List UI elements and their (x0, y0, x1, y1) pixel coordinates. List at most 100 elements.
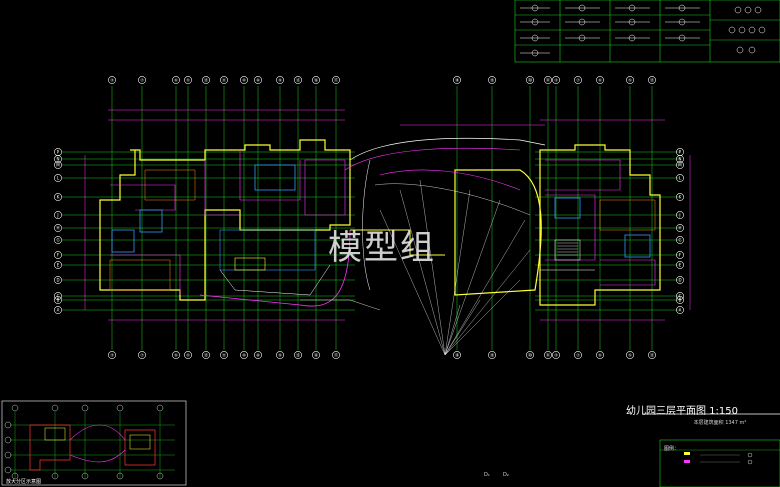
axis-bubble-icon (332, 76, 340, 84)
axis-bubble-label: ⑱ (455, 77, 459, 83)
axis-bubble-icon (552, 351, 560, 359)
axis-bubble-label: G (678, 238, 681, 243)
axis-bubble-icon (202, 76, 210, 84)
axis-bubble-icon (676, 193, 684, 201)
axis-bubble-icon (676, 306, 684, 314)
axis-bubble-icon (596, 76, 604, 84)
axis-bubble-icon (676, 276, 684, 284)
bottom-ref-2: D₂ (503, 472, 509, 478)
axis-bubble-label: L (679, 176, 682, 181)
axis-bubble-label: B (679, 298, 682, 303)
axis-bubble-label: ⑬ (650, 77, 654, 83)
axis-bubble-icon (54, 193, 62, 201)
axis-bubble-label: B (57, 298, 60, 303)
axis-bubble-label: D (56, 278, 59, 283)
axis-bubble-label: ⑤ (186, 353, 190, 358)
axis-bubble-label: ⑳ (528, 77, 532, 83)
axis-bubble-label: E (57, 263, 60, 268)
axis-bubble-label: ⑬ (650, 352, 654, 358)
axis-bubble-label: ⑤ (186, 78, 190, 83)
axis-bubble-icon (312, 76, 320, 84)
axis-bubble-icon (676, 211, 684, 219)
axis-bubble-icon (453, 351, 461, 359)
axis-bubble-label: ⑦ (140, 78, 144, 83)
axis-bubble-label: ⑪ (222, 77, 226, 83)
axis-bubble-icon (574, 351, 582, 359)
axis-bubble-icon (54, 236, 62, 244)
axis-bubble-label: ③ (554, 353, 558, 358)
axis-bubble-icon (676, 174, 684, 182)
axis-bubble-icon (332, 351, 340, 359)
axis-bubble-icon (676, 155, 684, 163)
axis-bubble-label: M (678, 163, 682, 168)
axis-bubble-label: F (57, 253, 60, 258)
axis-bubble-icon (676, 261, 684, 269)
axis-bubble-icon (648, 351, 656, 359)
axis-bubble-icon (276, 76, 284, 84)
axis-bubble-label: L (57, 176, 60, 181)
axis-bubble-label: ③ (110, 78, 114, 83)
key-plan (1, 400, 187, 486)
axis-bubble-icon (676, 161, 684, 169)
axis-bubble-icon (54, 211, 62, 219)
axis-bubble-label: ⑥ (174, 78, 178, 83)
axis-bubble-icon (108, 76, 116, 84)
axis-bubble-label: ㉑ (546, 352, 550, 358)
axis-bubble-label: M (56, 163, 60, 168)
axis-bubble-icon (312, 351, 320, 359)
axis-bubble-label: ⑥ (598, 78, 602, 83)
axis-bubble-label: C (57, 294, 60, 299)
axis-bubble-icon (676, 292, 684, 300)
axis-bubble-icon (220, 351, 228, 359)
axis-bubble-icon (240, 76, 248, 84)
axis-grid (62, 86, 680, 350)
central-curved-corridor (199, 137, 546, 356)
drawing-subtitle: 本层建筑面积 1347 m² (693, 420, 747, 426)
axis-bubble-label: ⑦ (140, 353, 144, 358)
axis-bubble-label: ⑮ (296, 352, 300, 358)
axis-bubble-icon (54, 251, 62, 259)
axis-bubble-icon (138, 351, 146, 359)
axis-bubble-label: ⑬ (204, 77, 208, 83)
axis-bubble-icon (676, 236, 684, 244)
axis-bubble-icon (676, 296, 684, 304)
axis-bubble-label: J (56, 213, 58, 218)
axis-bubble-icon (54, 174, 62, 182)
axis-bubble-icon (544, 76, 552, 84)
axis-bubble-label: G (56, 238, 59, 243)
axis-bubble-icon (526, 351, 534, 359)
axis-bubble-icon (254, 351, 262, 359)
axis-bubble-label: C (679, 294, 682, 299)
axis-bubble-icon (648, 76, 656, 84)
watermark: 模型组 (328, 228, 436, 268)
axis-bubble-label: ㉑ (546, 77, 550, 83)
axis-bubble-label: ⑤ (628, 78, 632, 83)
axis-bubble-label: ⑮ (296, 77, 300, 83)
axis-bubble-label: ⑱ (455, 352, 459, 358)
axis-bubble-label: ⑦ (576, 353, 580, 358)
axis-bubble-icon (574, 76, 582, 84)
axis-bubble-label: A (57, 308, 60, 313)
axis-bubble-icon (202, 351, 210, 359)
axis-bubble-icon (54, 261, 62, 269)
axis-bubble-icon (254, 76, 262, 84)
axis-bubble-icon (626, 351, 634, 359)
axis-bubble-icon (453, 76, 461, 84)
axis-bubble-icon (172, 76, 180, 84)
axis-bubble-label: ⑧ (256, 353, 260, 358)
axis-bubble-label: ③ (110, 353, 114, 358)
axis-bubble-label: ⑯ (314, 352, 318, 358)
axis-bubble-icon (54, 224, 62, 232)
axis-bubble-icon (184, 351, 192, 359)
axis-bubble-icon (54, 296, 62, 304)
dimension-lines (84, 109, 691, 321)
axis-bubble-icon (294, 76, 302, 84)
axis-bubble-label: ⑩ (242, 78, 246, 83)
axis-bubble-icon (552, 76, 560, 84)
axis-bubble-icon (54, 161, 62, 169)
legend-box (659, 439, 780, 487)
axis-bubble-label: ⑲ (490, 77, 494, 83)
bottom-ref-1: D₁ (484, 472, 490, 478)
axis-bubble-label: ⑪ (222, 352, 226, 358)
axis-bubble-icon (54, 292, 62, 300)
